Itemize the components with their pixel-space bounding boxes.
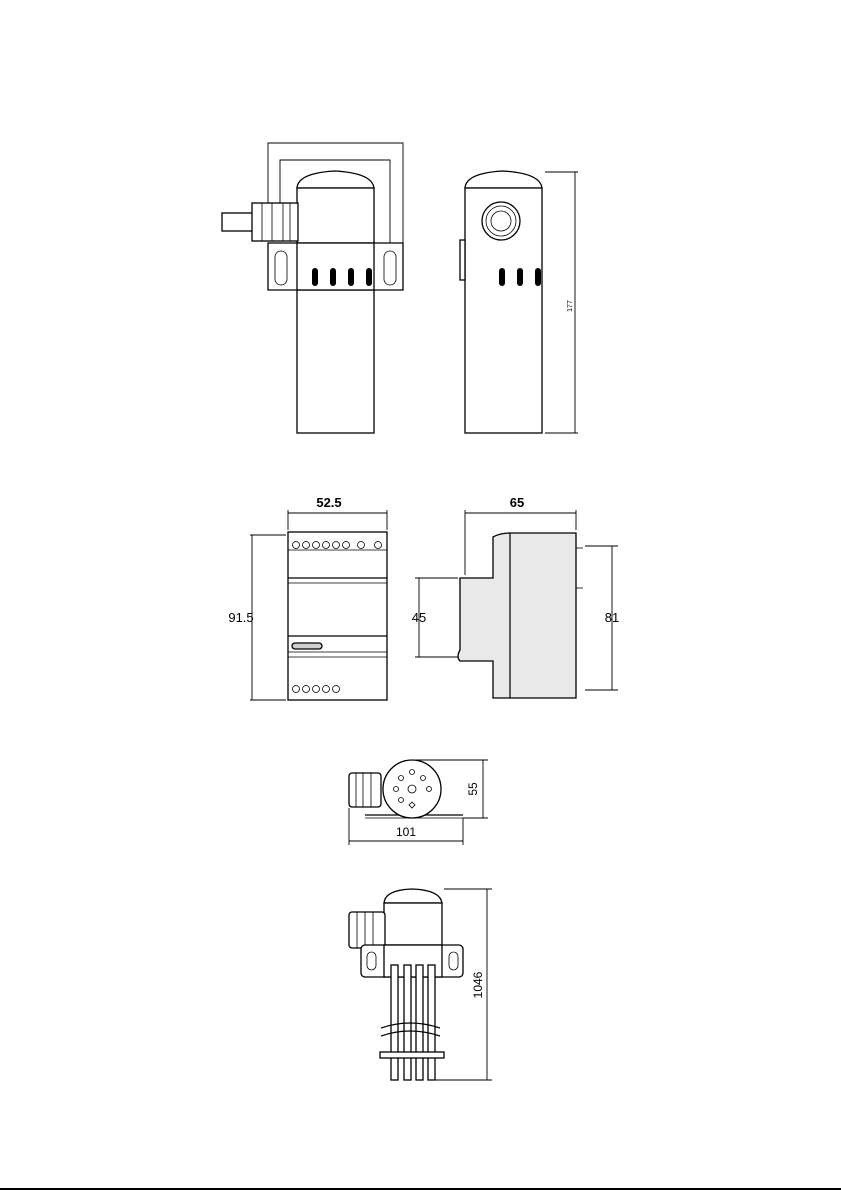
figure-4-cable-version: 1046 — [349, 889, 492, 1080]
sensor-front-view — [222, 171, 403, 433]
length-label-101: 101 — [396, 825, 416, 839]
depth-label-65: 65 — [510, 495, 524, 510]
height-label-55: 55 — [466, 782, 480, 796]
figure-1-sensor-views: 177 — [222, 143, 578, 433]
height-label-177: 177 — [567, 300, 574, 312]
sensor-side-view — [460, 171, 542, 433]
figure-2-din-module-views: 52.5 91.5 65 45 81 — [228, 495, 619, 700]
module-front-view — [288, 532, 387, 700]
length-label-1046: 1046 — [471, 971, 485, 998]
rear-height-label-81: 81 — [605, 610, 619, 625]
figure-3-top-view: 55 101 — [349, 760, 488, 845]
step-label-45: 45 — [412, 610, 426, 625]
height-label-91-5: 91.5 — [228, 610, 253, 625]
module-side-view — [458, 533, 583, 698]
width-label-52-5: 52.5 — [316, 495, 341, 510]
